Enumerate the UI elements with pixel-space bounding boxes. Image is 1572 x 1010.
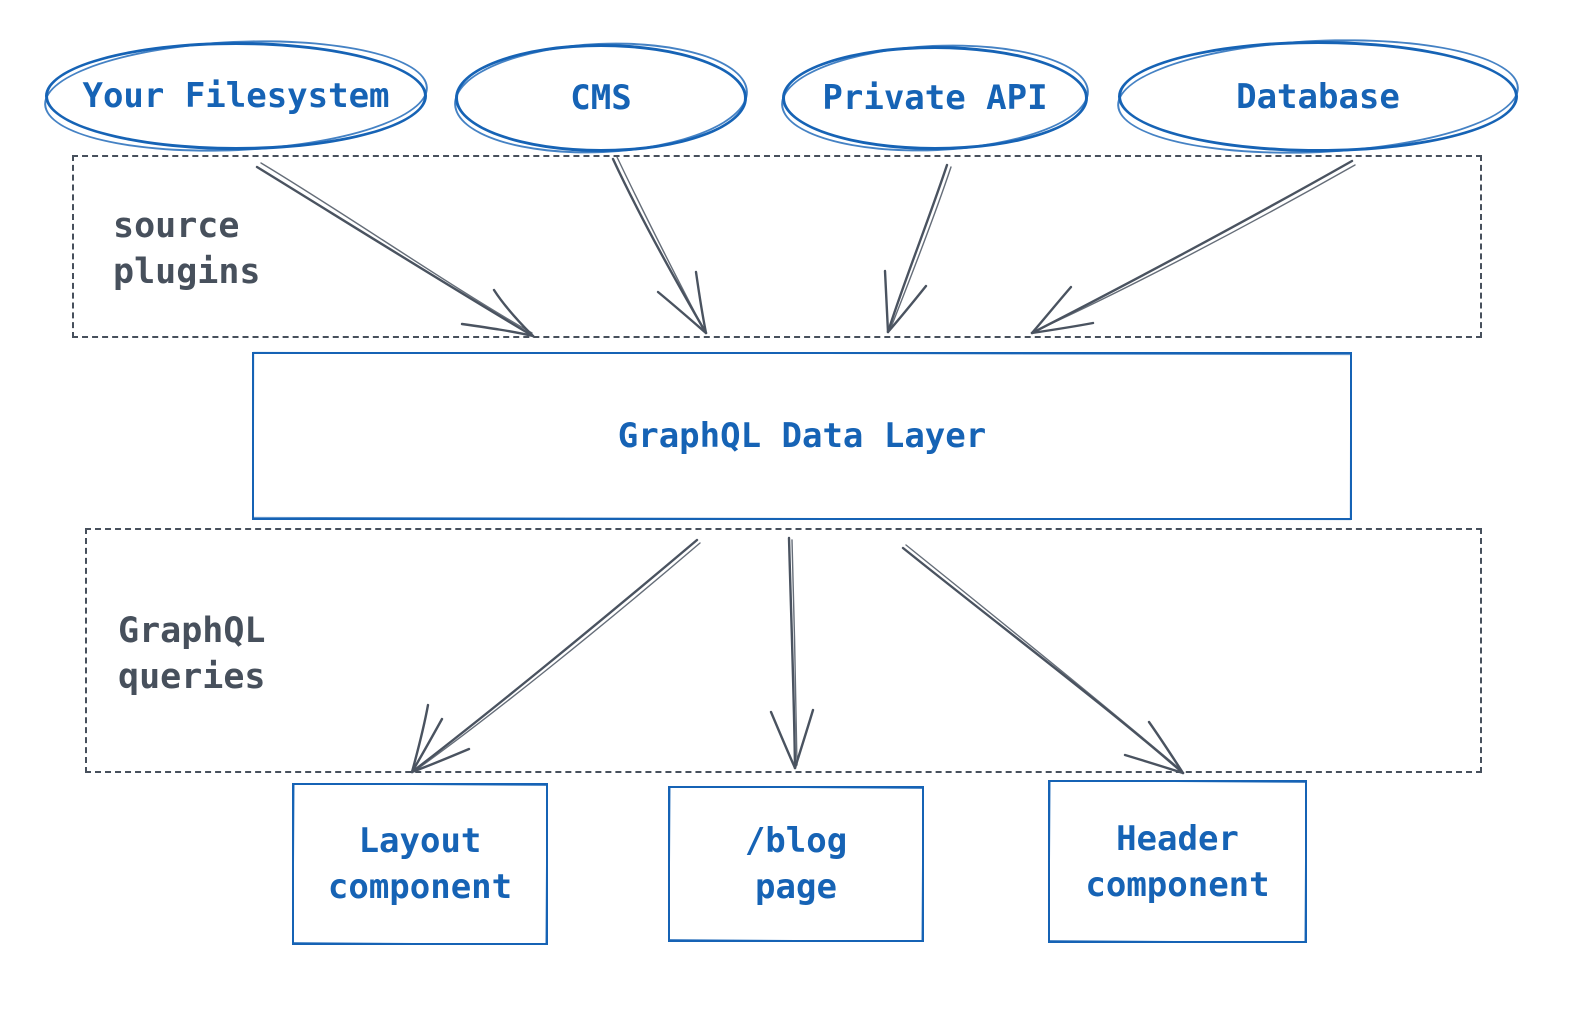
- output-node-blog-label-line1: /blog: [744, 821, 848, 861]
- graphql-queries-label-line2: queries: [118, 657, 266, 697]
- source-node-database-label: Database: [1236, 76, 1400, 117]
- output-node-layout-component: Layout component: [292, 783, 548, 945]
- graphql-queries-zone: [85, 528, 1482, 773]
- graphql-queries-label: GraphQL queries: [118, 608, 266, 700]
- output-node-header-label-line2: component: [1085, 864, 1270, 905]
- output-node-blog-label-line2: page: [755, 867, 837, 907]
- graphql-data-layer-label: GraphQL Data Layer: [617, 416, 987, 456]
- source-node-cms-label: CMS: [570, 78, 632, 118]
- output-node-blog-page: /blog page: [668, 786, 924, 942]
- source-node-your-filesystem-label: Your Filesystem: [82, 76, 390, 116]
- output-node-header-label-line1: Header: [1116, 818, 1239, 859]
- source-node-cms: CMS: [455, 44, 747, 152]
- source-node-private-api-label: Private API: [822, 78, 1048, 118]
- source-plugins-label: source plugins: [113, 203, 261, 295]
- source-node-private-api: Private API: [782, 46, 1088, 150]
- output-node-header-component: Header component: [1048, 780, 1307, 943]
- graphql-queries-label-line1: GraphQL: [118, 611, 266, 651]
- output-node-layout-label-line2: component: [327, 867, 513, 907]
- source-plugins-label-line1: source: [113, 206, 240, 246]
- graphql-data-layer-node: GraphQL Data Layer: [252, 352, 1352, 520]
- source-node-database: Database: [1118, 41, 1518, 152]
- source-plugins-label-line2: plugins: [113, 252, 261, 292]
- source-plugins-zone: [72, 155, 1482, 338]
- source-node-your-filesystem: Your Filesystem: [45, 42, 427, 150]
- output-node-layout-label-line1: Layout: [358, 821, 482, 861]
